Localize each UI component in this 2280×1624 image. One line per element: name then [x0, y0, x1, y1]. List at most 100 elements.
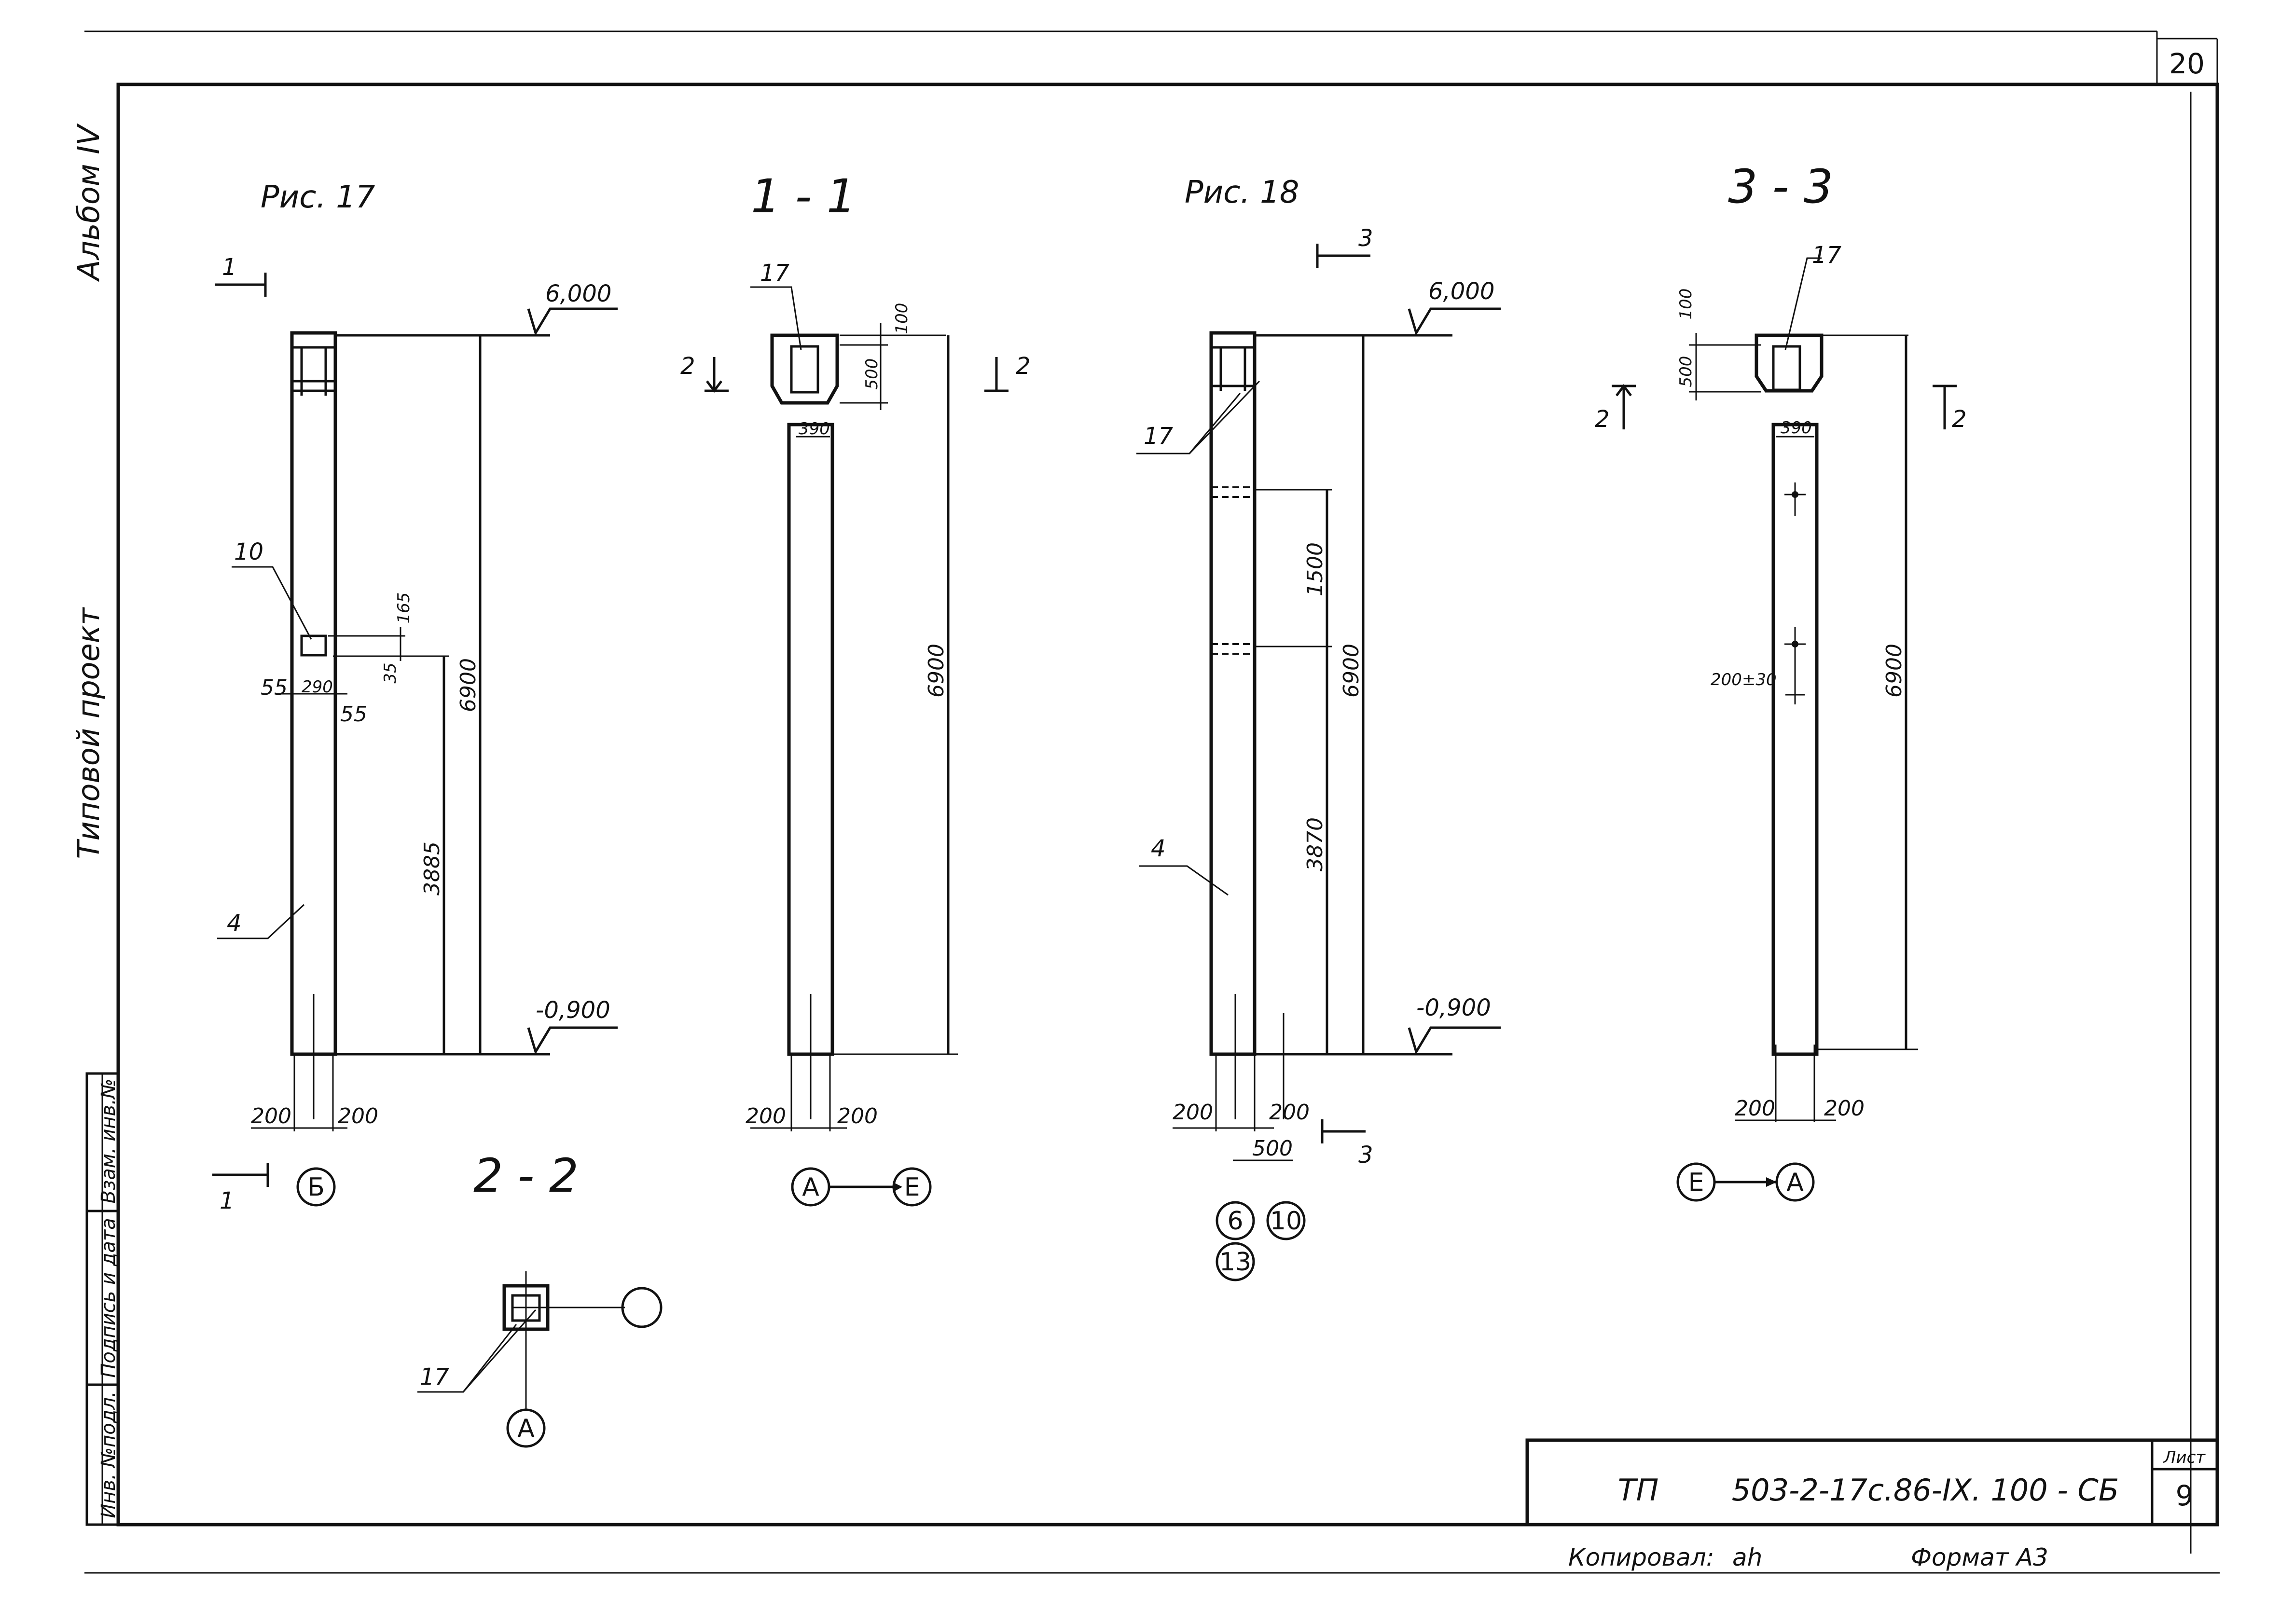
fig17-dim-55-left: 55	[261, 675, 288, 700]
sec11-dim-6900-label: 6900	[924, 644, 949, 698]
sec11-dim-100: 100	[892, 303, 912, 334]
fig18-leader-17-label: 17	[1144, 423, 1174, 450]
fig17-dim-200-left: 200	[251, 1104, 291, 1129]
sec33-top-dims	[1689, 333, 1814, 438]
title-block	[1525, 1438, 2219, 1527]
fig18-cut-bottom-label: 3	[1358, 1142, 1373, 1169]
title-tp: ТП	[1618, 1473, 1659, 1508]
sec11-dim-500: 500	[862, 358, 882, 390]
title-sheet-number: 9	[2176, 1479, 2194, 1512]
fig18-axis-10: 10	[1270, 1207, 1302, 1236]
fig17-dim-55-right: 55	[340, 702, 367, 727]
fig17-axis-bubble	[296, 1167, 336, 1207]
sec33-dim-6900	[1817, 334, 1918, 1050]
fig18-dim-200-left: 200	[1173, 1100, 1213, 1125]
sec33-axis-a: А	[1786, 1168, 1804, 1197]
fig18-leader-4-label: 4	[1151, 835, 1166, 862]
sec11-axis-e-bubble	[892, 1167, 932, 1207]
sec11-column	[750, 333, 847, 1131]
fig17-leader-10-label: 10	[234, 538, 263, 565]
side-stamp	[85, 1072, 120, 1526]
fig18-level-top: 6,000	[1428, 278, 1494, 305]
sec11-top-dims	[796, 323, 946, 438]
footer-copied-sign: аh	[1732, 1543, 1762, 1571]
fig18-level-top-mark	[1255, 307, 1501, 337]
sec33-dim-100: 100	[1676, 289, 1696, 320]
fig17-axis-label: Б	[307, 1173, 325, 1202]
sec33-leader-17	[1784, 257, 1822, 350]
title-sheet-label: Лист	[2163, 1448, 2206, 1467]
fig18-column	[1173, 331, 1274, 1131]
page-number: 20	[2169, 47, 2205, 80]
sec22-axis-a: А	[517, 1414, 535, 1443]
fig17-dim-290: 290	[302, 677, 333, 697]
footer-format: Формат А3	[1911, 1543, 2048, 1571]
fig17-dim-165: 165	[394, 592, 414, 624]
sec22-leader-17-label: 17	[420, 1363, 450, 1390]
sec11-cut-right: 2	[1016, 353, 1031, 380]
stamp-vzam: Взам. инв.№	[97, 1079, 120, 1204]
sec33-dim-500: 500	[1676, 356, 1696, 387]
fig18-axis-13-bubble	[1216, 1242, 1255, 1281]
sec33-cut-left: 2	[1595, 406, 1610, 433]
sec11-arrowhead	[893, 1182, 902, 1192]
fig17-title: Рис. 17	[261, 179, 375, 215]
fig17-cut-bottom	[212, 1163, 269, 1187]
fig17-cut-top	[215, 273, 267, 297]
sec11-dim-200-right: 200	[837, 1104, 878, 1129]
fig17-level-top-mark	[335, 307, 618, 337]
fig18-axis-10-bubble	[1266, 1201, 1306, 1240]
sec33-hole-2	[1792, 641, 1798, 647]
sec33-arrowhead	[1766, 1177, 1777, 1187]
sec11-dim-6900	[832, 335, 958, 1055]
fig17-cut-top-label: 1	[222, 254, 237, 281]
sec33-dim-390: 390	[1781, 418, 1812, 438]
fig17-leader-4-label: 4	[227, 910, 242, 937]
fig18-title: Рис. 18	[1185, 175, 1299, 210]
fig18-cut-bottom	[1321, 1119, 1366, 1143]
sec33-leader-17-label: 17	[1812, 242, 1842, 269]
stamp-inv-orig: Инв. №подл.	[97, 1391, 120, 1518]
fig17-dim-3885	[333, 655, 449, 1054]
sec11-leader-17	[750, 286, 802, 350]
sec33-hole-1	[1792, 491, 1798, 498]
album-label: Альбом IV	[71, 123, 106, 282]
fig18-cut-top-label: 3	[1358, 225, 1373, 252]
sec33-column	[1735, 333, 1836, 1122]
sec33-axis-a-bubble	[1775, 1162, 1815, 1202]
fig17-dim-6900-label: 6900	[456, 658, 481, 712]
fig18-axis-6: 6	[1227, 1207, 1243, 1236]
sec33-dim-200-right: 200	[1824, 1096, 1865, 1121]
fig17-dim-35: 35	[381, 662, 400, 683]
sec11-dim-390: 390	[799, 419, 830, 439]
fig18-dim-500: 500	[1252, 1136, 1293, 1161]
fig18-cut-top	[1316, 244, 1370, 268]
sec22-title: 2 - 2	[473, 1149, 579, 1203]
fig17-level-bottom: -0,900	[536, 997, 610, 1024]
sec22-axis-a-bubble	[506, 1408, 546, 1448]
sec33-axis-e: Е	[1688, 1168, 1704, 1197]
fig17-leader-4	[217, 904, 305, 939]
sec22-plan	[417, 1271, 663, 1411]
fig17-level-bottom-mark	[335, 1026, 618, 1056]
fig18-dim-1500: 1500	[1303, 542, 1327, 596]
fig18-dim-200-right: 200	[1269, 1100, 1310, 1125]
stamp-sign-date: Подпись и дата	[97, 1218, 120, 1377]
project-label: Типовой проект	[71, 607, 106, 859]
fig17-leader-10	[232, 566, 312, 640]
sec11-cut-marks	[705, 357, 1009, 393]
fig17-column	[251, 331, 347, 1131]
fig18-dim-6900: 6900	[1339, 644, 1364, 698]
fig18-axis-6-bubble	[1216, 1201, 1255, 1240]
sec33-dim-6900-label: 6900	[1882, 644, 1907, 698]
sec33-cut-right: 2	[1952, 406, 1967, 433]
fig17-opening-dims	[328, 627, 405, 661]
fig17-cut-bottom-label: 1	[220, 1187, 235, 1214]
fig18-level-bottom: -0,900	[1416, 994, 1491, 1021]
fig18-dims	[1255, 335, 1365, 1119]
sec33-title: 3 - 3	[1728, 160, 1833, 214]
fig18-leader-17-b	[1188, 380, 1260, 454]
fig18-leader-4	[1139, 865, 1229, 896]
fig17-level-top: 6,000	[545, 280, 611, 307]
fig18-dim-3870: 3870	[1303, 817, 1327, 871]
